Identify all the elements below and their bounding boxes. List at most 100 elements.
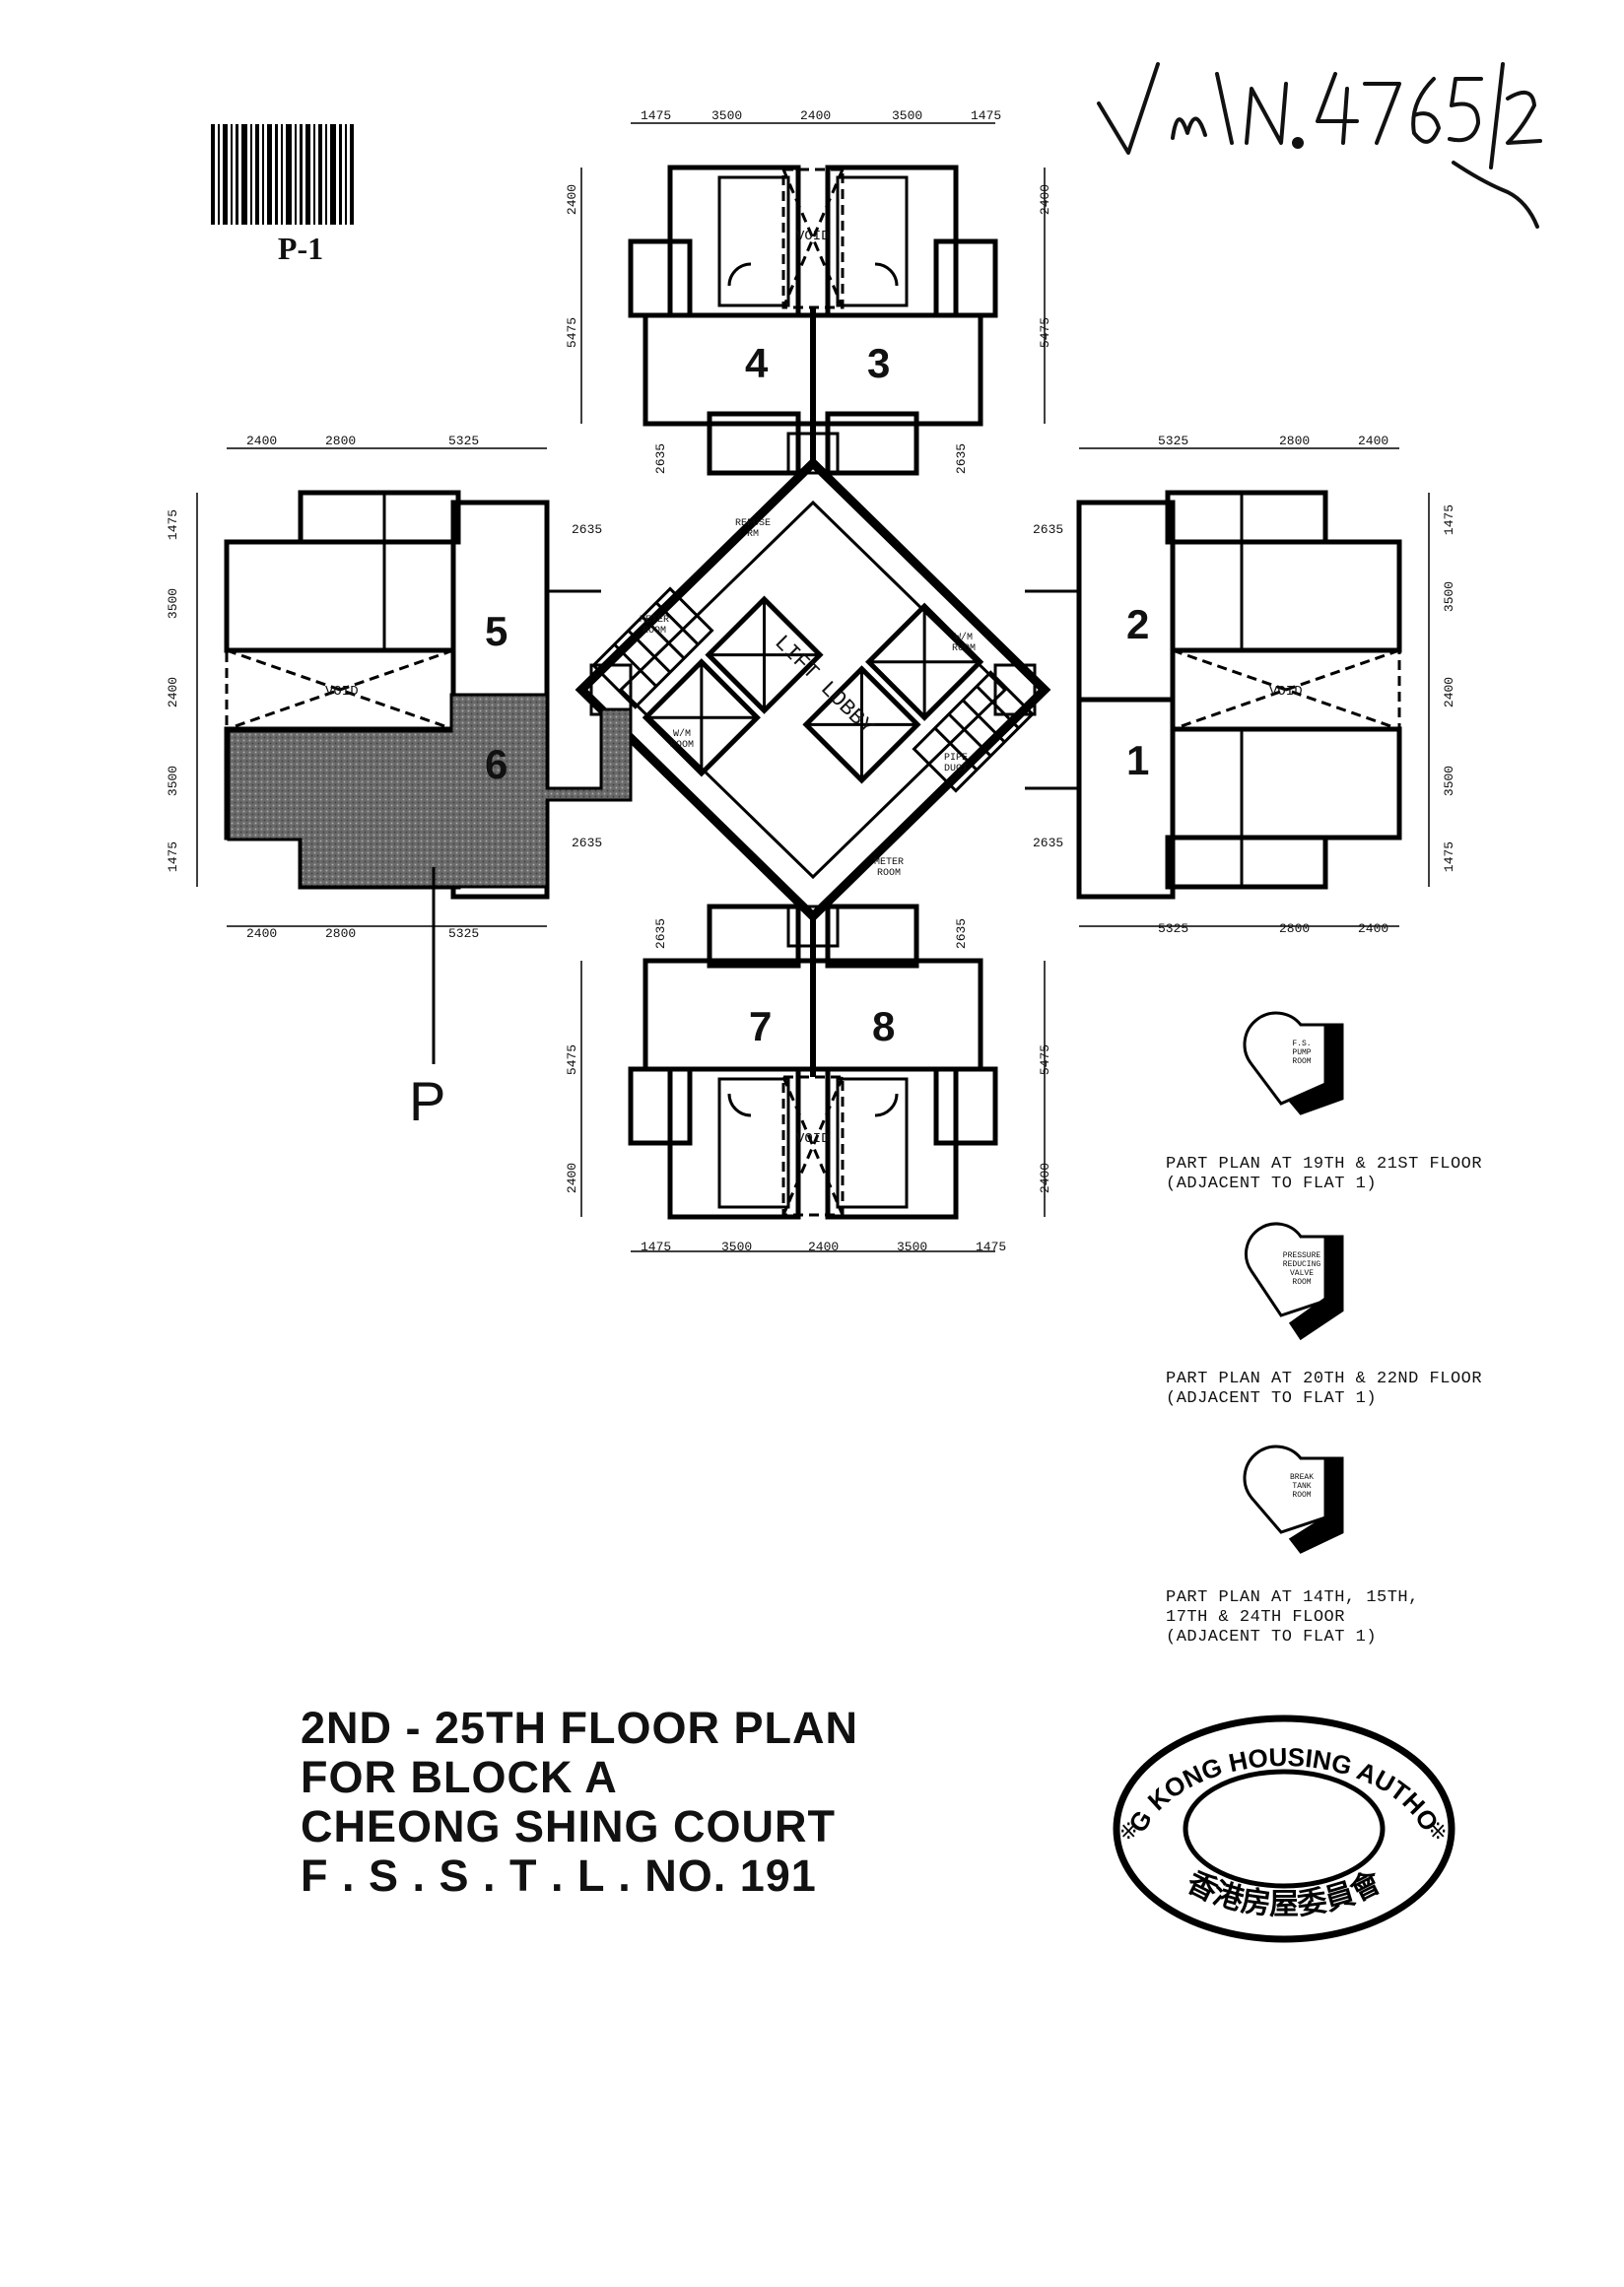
part-plan-note-3-line-3: (ADJACENT TO FLAT 1)	[1166, 1628, 1378, 1647]
dim-right-bottom-2: 2800	[1279, 921, 1311, 936]
dim-wing-lower-right-2: 5475	[1038, 1043, 1053, 1076]
dim-side-right-5: 1475	[1442, 841, 1457, 873]
flat-label-6: 6	[485, 741, 508, 787]
dim-lobby-offset-3: 2635	[572, 836, 603, 850]
part-plan-note-3-line-1: PART PLAN AT 14TH, 15TH,	[1166, 1588, 1419, 1607]
void-label-bottom: VOID	[796, 1131, 830, 1147]
title-line-1: 2ND - 25TH FLOOR PLAN	[301, 1703, 859, 1753]
part-plan-note-3: PART PLAN AT 14TH, 15TH, 17TH & 24TH FLO…	[1166, 1588, 1419, 1648]
part-plan-sketch-1	[1243, 1011, 1344, 1115]
part-plan-note-2: PART PLAN AT 20TH & 22ND FLOOR (ADJACENT…	[1166, 1370, 1482, 1409]
flat-label-8: 8	[872, 1003, 896, 1049]
part-plan-sketch-3	[1243, 1445, 1344, 1554]
dim-side-left-5: 1475	[166, 841, 181, 873]
dim-side-right-4: 3500	[1442, 765, 1457, 797]
dim-side-left-4: 3500	[166, 765, 181, 797]
dim-lobby-offset-2: 2635	[1033, 522, 1064, 537]
title-line-2: FOR BLOCK A	[301, 1752, 618, 1802]
stamp-star-right: ※	[1429, 1820, 1447, 1845]
dim-wing-upper-right-2: 5475	[1038, 316, 1053, 349]
dim-wing-lower-right-3: 2400	[1038, 1162, 1053, 1194]
dim-side-left-3: 2400	[166, 676, 181, 708]
part-plan-note-3-line-2: 17TH & 24TH FLOOR	[1166, 1608, 1345, 1627]
dim-left-bottom-3: 5325	[448, 926, 480, 941]
flat-label-2: 2	[1126, 601, 1150, 647]
part-plan-note-2-line-1: PART PLAN AT 20TH & 22ND FLOOR	[1166, 1370, 1483, 1388]
section-marker-label: P	[409, 1070, 446, 1132]
dim-wing-upper-left-3: 2635	[653, 442, 669, 475]
void-label-left: VOID	[325, 684, 359, 700]
dim-bottom-1: 1475	[641, 1240, 672, 1254]
dim-top-3: 2400	[800, 108, 832, 123]
part-plan-sketch-2	[1244, 1222, 1344, 1341]
dim-wing-lower-left-1: 2635	[653, 917, 669, 950]
stamp-chinese-text: 香港房屋委員會	[1182, 1864, 1387, 1921]
dim-left-bottom-1: 2400	[246, 926, 278, 941]
part-plan-note-1-line-1: PART PLAN AT 19TH & 21ST FLOOR	[1166, 1155, 1483, 1174]
dim-wing-lower-right-1: 2635	[954, 917, 970, 950]
dim-wing-upper-left-2: 5475	[565, 316, 580, 349]
dim-side-left-1: 1475	[166, 508, 181, 541]
housing-authority-stamp	[1113, 1715, 1455, 1943]
dim-left-top-3: 5325	[448, 434, 480, 448]
void-label-right: VOID	[1269, 684, 1303, 700]
dim-right-top-3: 2400	[1358, 434, 1389, 448]
title-line-3: CHEONG SHING COURT	[301, 1801, 837, 1851]
flat-label-5: 5	[485, 608, 508, 654]
dim-lobby-offset-4: 2635	[1033, 836, 1064, 850]
refuse-room-label: REFUSE RM	[734, 518, 771, 540]
title-block: 2ND - 25TH FLOOR PLAN FOR BLOCK A CHEONG…	[301, 1704, 858, 1901]
barcode	[211, 124, 354, 225]
part-plan-room-label-2: PRESSURE REDUCING VALVE ROOM	[1282, 1251, 1321, 1287]
svg-text:香港房屋委員會: 香港房屋委員會	[1182, 1864, 1387, 1921]
dim-wing-upper-right-1: 2400	[1038, 183, 1053, 216]
wm-room-label-right: W/M ROOM	[951, 633, 976, 654]
dim-right-top-2: 2800	[1279, 434, 1311, 448]
flat-label-4: 4	[745, 340, 769, 386]
flat-label-3: 3	[867, 340, 891, 386]
part-plan-note-2-line-2: (ADJACENT TO FLAT 1)	[1166, 1389, 1378, 1408]
dim-top-4: 3500	[892, 108, 923, 123]
dim-bottom-3: 2400	[808, 1240, 840, 1254]
svg-text:HONG KONG HOUSING AUTHORITY: HONG KONG HOUSING AUTHORITY	[1112, 1713, 1445, 1838]
part-plan-room-label-3: BREAK TANK ROOM	[1289, 1473, 1314, 1500]
meter-room-label-right: METER ROOM	[873, 857, 904, 879]
pipe-duct-label: PIPE DUCT	[943, 753, 968, 774]
dim-right-bottom-1: 5325	[1158, 921, 1189, 936]
flat-label-1: 1	[1126, 737, 1150, 783]
handwritten-reference	[1097, 62, 1542, 229]
dim-side-right-1: 1475	[1442, 504, 1457, 536]
dim-bottom-2: 3500	[721, 1240, 753, 1254]
part-plan-note-1: PART PLAN AT 19TH & 21ST FLOOR (ADJACENT…	[1166, 1155, 1482, 1194]
flat-6-highlight	[227, 693, 633, 889]
dim-left-top-2: 2800	[325, 434, 357, 448]
void-label-top: VOID	[796, 229, 830, 244]
dim-side-right-2: 3500	[1442, 580, 1457, 613]
wm-room-label-left: W/M ROOM	[669, 729, 694, 751]
part-plan-room-label-1: F.S. PUMP ROOM	[1292, 1040, 1312, 1066]
dim-left-bottom-2: 2800	[325, 926, 357, 941]
dim-top-1: 1475	[641, 108, 672, 123]
dim-right-bottom-3: 2400	[1358, 921, 1389, 936]
dim-left-top-1: 2400	[246, 434, 278, 448]
flat-label-7: 7	[749, 1003, 773, 1049]
dim-bottom-5: 1475	[976, 1240, 1007, 1254]
dim-top-5: 1475	[971, 108, 1002, 123]
stamp-star-left: ※	[1119, 1820, 1137, 1845]
dim-bottom-4: 3500	[897, 1240, 928, 1254]
stamp-english-text: HONG KONG HOUSING AUTHORITY	[1112, 1713, 1445, 1838]
dim-lobby-offset-1: 2635	[572, 522, 603, 537]
dim-wing-lower-left-2: 5475	[565, 1043, 580, 1076]
dim-wing-upper-right-3: 2635	[954, 442, 970, 475]
stamp-lettering: HONG KONG HOUSING AUTHORITY 香港房屋委員會 ※ ※	[1112, 1713, 1447, 1922]
dim-right-top-1: 5325	[1158, 434, 1189, 448]
dim-wing-upper-left-1: 2400	[565, 183, 580, 216]
dim-top-2: 3500	[711, 108, 743, 123]
dim-side-left-2: 3500	[166, 587, 181, 620]
dim-wing-lower-left-3: 2400	[565, 1162, 580, 1194]
part-plan-note-1-line-2: (ADJACENT TO FLAT 1)	[1166, 1175, 1378, 1193]
sheet-label: P-1	[277, 231, 324, 266]
dim-side-right-3: 2400	[1442, 676, 1457, 708]
